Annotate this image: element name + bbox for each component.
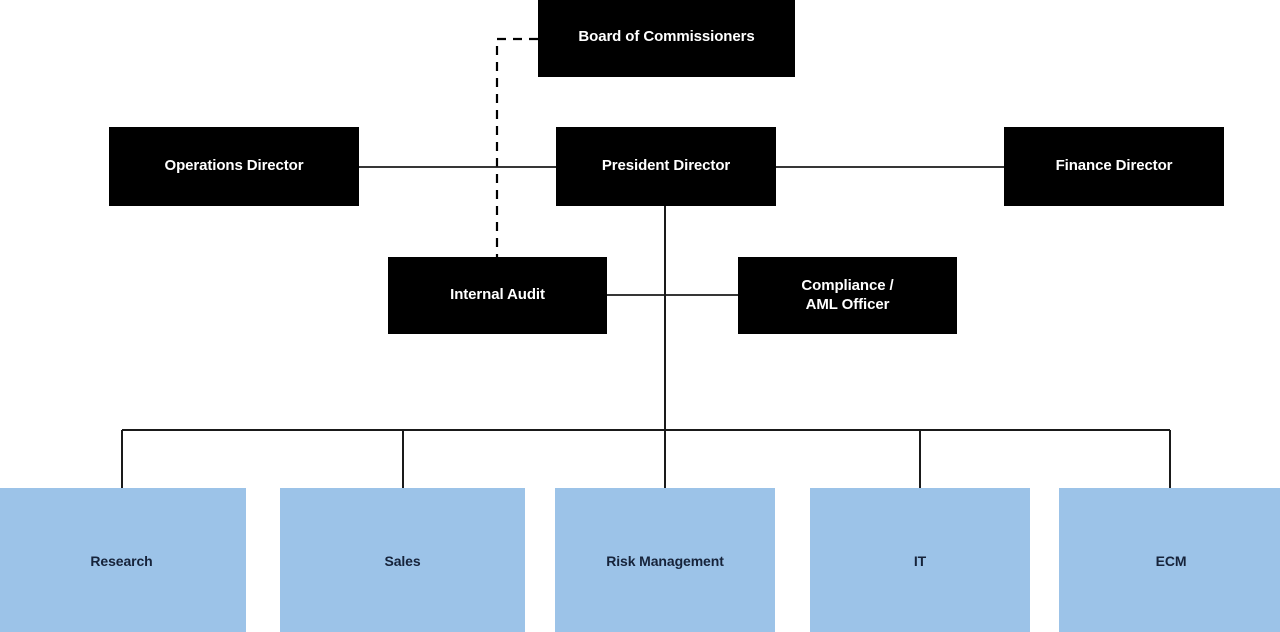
node-risk-management[interactable]: Risk Management — [555, 488, 775, 632]
node-label-line-1: Compliance / — [801, 277, 894, 295]
node-label: IT — [913, 552, 927, 569]
node-compliance-aml-officer[interactable]: Compliance / AML Officer — [738, 257, 957, 334]
node-label: Board of Commissioners — [578, 27, 755, 45]
edge-board-to-internal-audit — [495, 37, 538, 257]
node-label-line-2: AML Officer — [805, 295, 890, 313]
node-label: President Director — [601, 157, 731, 175]
node-president-director[interactable]: President Director — [556, 127, 776, 206]
node-sales[interactable]: Sales — [280, 488, 525, 632]
node-label: Finance Director — [1055, 157, 1173, 175]
node-label: Research — [90, 552, 153, 569]
node-label: Risk Management — [606, 552, 724, 569]
node-it[interactable]: IT — [810, 488, 1030, 632]
node-label: ECM — [1155, 552, 1187, 569]
node-ecm[interactable]: ECM — [1059, 488, 1280, 632]
node-operations-director[interactable]: Operations Director — [109, 127, 359, 206]
node-research[interactable]: Research — [0, 488, 246, 632]
node-label: Internal Audit — [450, 286, 545, 304]
node-label: Operations Director — [164, 157, 304, 175]
node-label: Sales — [384, 552, 421, 569]
node-finance-director[interactable]: Finance Director — [1004, 127, 1224, 206]
node-label-multiline: Compliance / AML Officer — [793, 277, 901, 314]
node-internal-audit[interactable]: Internal Audit — [388, 257, 607, 334]
node-board-of-commissioners[interactable]: Board of Commissioners — [538, 0, 795, 77]
